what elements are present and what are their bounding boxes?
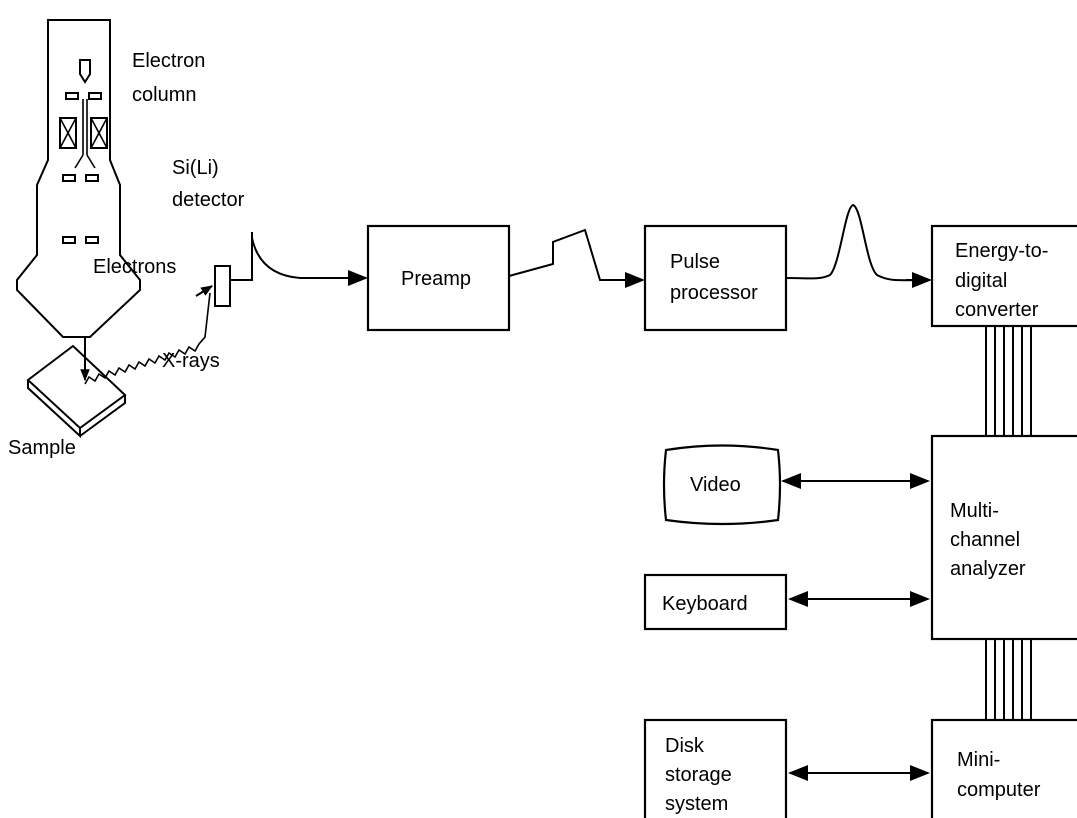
step-signal (508, 228, 645, 288)
data-bus (985, 639, 1032, 720)
electrons-label: Electrons (93, 256, 176, 278)
data-bus (985, 326, 1032, 436)
preamp-box (366, 224, 511, 332)
x-ray-path (84, 292, 211, 385)
video-label: Video (690, 474, 741, 496)
energy-to-digital-converter-box (930, 224, 1077, 328)
electron-gun-icon (79, 59, 91, 84)
minicomputer-box (930, 718, 1077, 818)
electron-column-label: Electron column (132, 50, 211, 106)
si-li-detector-icon (214, 265, 231, 307)
pulse-processor-box (643, 224, 788, 332)
keyboard-label: Keyboard (662, 593, 748, 615)
pulse-processor-label: Pulse processor (670, 251, 758, 304)
multichannel-analyzer-box (930, 434, 1077, 641)
minicomputer-label: Mini- computer (957, 749, 1041, 801)
sample-icon (26, 344, 127, 439)
keyboard-box (643, 573, 788, 631)
disk-storage-system-box (643, 718, 788, 818)
multichannel-analyzer-label: Multi- channel analyzer (950, 500, 1026, 580)
gaussian-signal (785, 203, 931, 282)
si-li-detector-label: Si(Li) detector (172, 157, 245, 211)
sample-label: Sample (8, 437, 76, 459)
video-monitor-box (662, 444, 782, 526)
electron-column (16, 19, 141, 338)
preamp-label: Preamp (401, 268, 471, 290)
x-rays-label: X-rays (162, 350, 220, 372)
energy-to-digital-converter-label: Energy-to- digital converter (955, 240, 1054, 321)
disk-storage-system-label: Disk storage system (665, 735, 737, 815)
